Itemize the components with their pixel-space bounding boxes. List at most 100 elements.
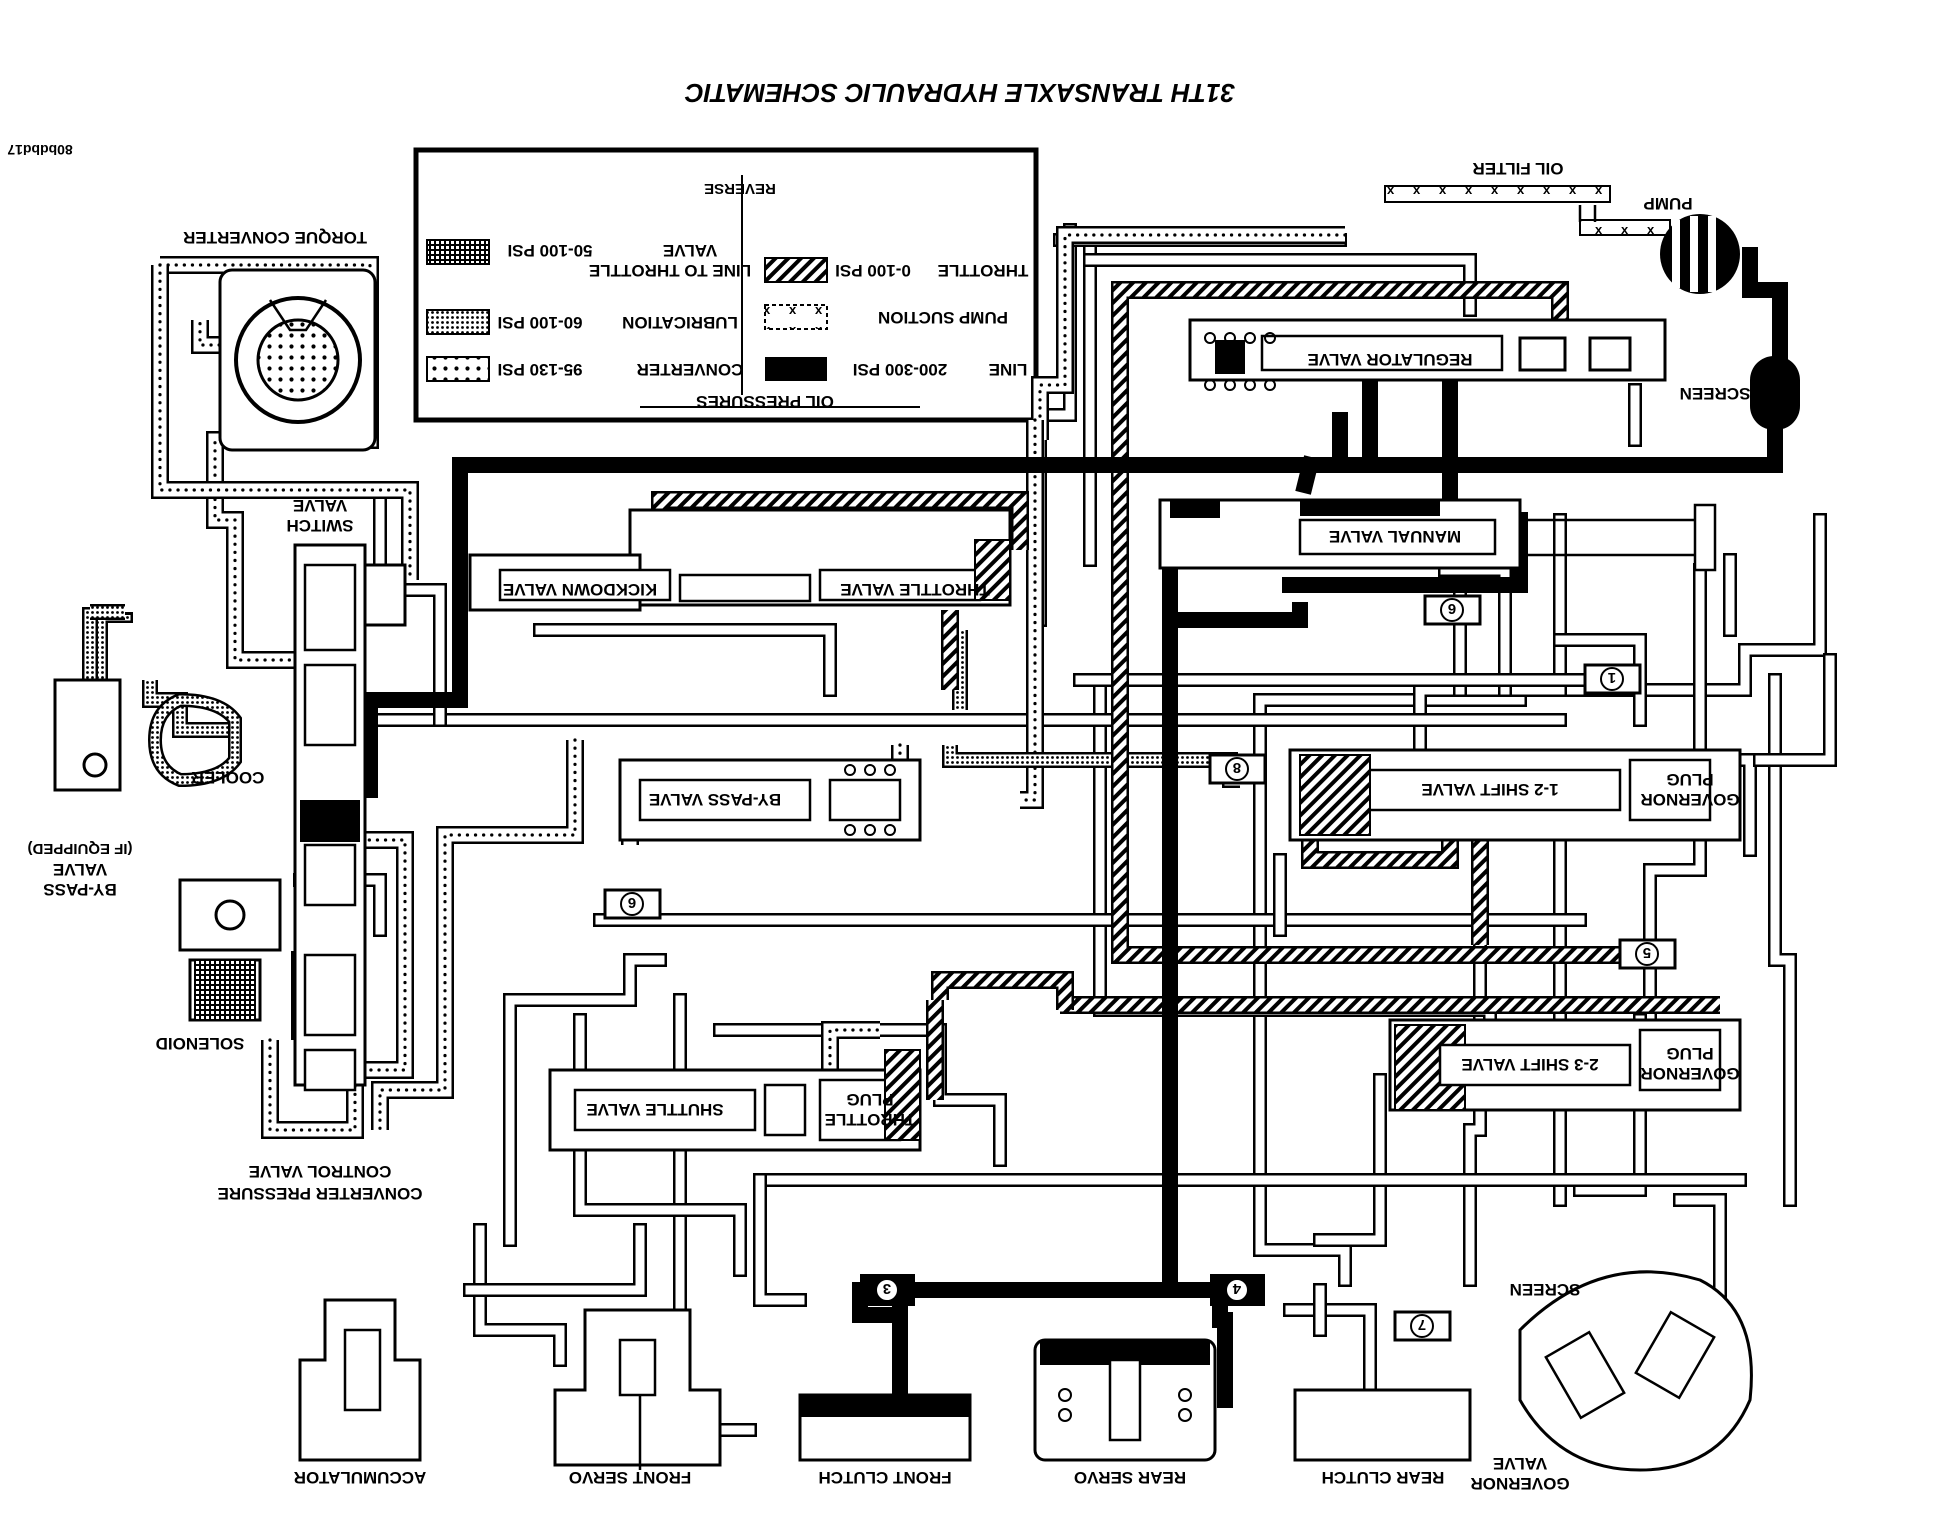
check-ball-7: 7 (1393, 1310, 1452, 1342)
legend-converter-label: CONVERTER (637, 360, 744, 379)
svg-text:8: 8 (1233, 759, 1241, 776)
legend-line-label: LINE (989, 360, 1028, 379)
front-servo-label: FRONT SERVO (569, 1468, 691, 1487)
legend-line-to-throttle-label-1: LINE TO THROTTLE (589, 261, 751, 280)
converter-pressure-control-valve: CONVERTER PRESSURE CONTROL VALVE (218, 1162, 423, 1203)
regulator-valve: REGULATOR VALVE (1188, 318, 1667, 391)
oil-filter-label: OIL FILTER (1473, 159, 1564, 178)
rear-servo: REAR SERVO (1033, 1338, 1217, 1487)
front-servo: FRONT SERVO (553, 1308, 722, 1487)
pump-suction-tube (1579, 219, 1671, 236)
shift-12-label: 1-2 SHIFT VALVE (1421, 780, 1558, 799)
legend-swatch-line (765, 357, 827, 381)
image-code: 80bdbd17 (7, 142, 73, 158)
check-ball-4: 4 (1210, 1274, 1265, 1306)
schematic-title: 31TH TRANSAXLE HYDRAULIC SCHEMATIC (684, 78, 1235, 108)
converter-pressure-label-2: CONTROL VALVE (249, 1162, 392, 1181)
pump-assembly: OIL FILTER PUMP SCREEN (1384, 159, 1800, 430)
switch-valve-label-1: SWITCH (286, 516, 353, 535)
switch-valve: SWITCH VALVE (286, 496, 407, 1092)
check-balls: 6 1 8 6 5 3 4 (603, 594, 1677, 1342)
svg-text:7: 7 (1418, 1316, 1426, 1333)
legend-swatch-converter (426, 356, 490, 382)
shift-valve-12: 1-2 SHIFT VALVE GOVERNOR PLUG (1288, 748, 1742, 842)
cooler: COOLER (53, 678, 265, 792)
manual-valve-label: MANUAL VALVE (1329, 527, 1461, 546)
kickdown-cap (974, 539, 1011, 601)
accumulator: ACCUMULATOR (294, 1298, 427, 1487)
throttle-plug-label-2: PLUG (846, 1090, 893, 1109)
accumulator-label: ACCUMULATOR (294, 1468, 427, 1487)
front-clutch-label: FRONT CLUTCH (818, 1468, 951, 1487)
switch-valve-label-2: VALVE (293, 496, 347, 515)
shuttle-valve: SHUTTLE VALVE THROTTLE PLUG (548, 1049, 922, 1152)
cooler-label: COOLER (192, 768, 265, 787)
legend-line-range: 200-300 PSI (853, 360, 948, 379)
legend-frame (413, 147, 1039, 423)
bypass-left-label-1: BY-PASS (43, 880, 116, 899)
bypass-valve-center: BY-PASS VALVE (618, 758, 922, 842)
check-ball-5: 5 (1618, 938, 1677, 970)
rear-clutch: REAR CLUTCH (1293, 1388, 1472, 1487)
regulator-valve-label: REGULATOR VALVE (1308, 350, 1473, 369)
screen-governor-label: SCREEN (1510, 1280, 1581, 1299)
pump-screen (1750, 356, 1800, 430)
shift-valve-23: 2-3 SHIFT VALVE GOVERNOR PLUG (1388, 1018, 1742, 1112)
pump-label: PUMP (1643, 194, 1692, 213)
governor-plug-12-label-2: PLUG (1666, 770, 1713, 789)
passages-throttle (651, 281, 1720, 1100)
legend-line-to-throttle-range: 50-100 PSI (507, 241, 592, 260)
legend-lubrication-label: LUBRICATION (622, 313, 738, 332)
legend-swatch-lubrication (426, 309, 490, 335)
legend-throttle-range: 0-100 PSI (835, 261, 911, 280)
pump-screen-label: SCREEN (1680, 384, 1751, 403)
legend-heading: OIL PRESSURES (696, 392, 834, 411)
shift-23-label: 2-3 SHIFT VALVE (1461, 1055, 1598, 1074)
rear-clutch-label: REAR CLUTCH (1322, 1468, 1445, 1487)
check-ball-6-lower: 6 (603, 888, 662, 920)
legend-pump-suction-label: PUMP SUCTION (878, 308, 1008, 327)
rear-servo-label: REAR SERVO (1074, 1468, 1186, 1487)
bypass-left-label-2: VALVE (53, 860, 107, 879)
check-ball-6-upper: 6 (1423, 594, 1482, 626)
legend-throttle-label: THROTTLE (938, 261, 1029, 280)
converter-pressure-label-1: CONVERTER PRESSURE (218, 1184, 423, 1203)
governor-valve-label-1: GOVERNOR (1470, 1474, 1569, 1493)
governor-plug-23-label-2: PLUG (1666, 1044, 1713, 1063)
svg-text:3: 3 (883, 1280, 891, 1297)
svg-text:6: 6 (1448, 600, 1456, 617)
legend-lubrication-range: 60-100 PSI (497, 313, 582, 332)
bypass-valve-center-label: BY-PASS VALVE (649, 790, 781, 809)
kickdown-valve-label: KICKDOWN VALVE (503, 580, 657, 599)
governor-plug-12-label-1: GOVERNOR (1640, 790, 1739, 809)
legend-line-to-throttle-label-2: VALVE (663, 241, 717, 260)
manual-valve: MANUAL VALVE (1158, 498, 1717, 572)
torque-converter-label: TORQUE CONVERTER (183, 228, 367, 247)
throttle-valve-label: THROTTLE VALVE (840, 580, 990, 599)
governor-plug-23-label-1: GOVERNOR (1640, 1064, 1739, 1083)
svg-text:1: 1 (1608, 669, 1616, 686)
front-clutch: FRONT CLUTCH (798, 1292, 972, 1487)
passages-lubrication (72, 604, 1240, 788)
shuttle-valve-label: SHUTTLE VALVE (586, 1100, 723, 1119)
legend-converter-range: 95-130 PSI (497, 360, 582, 379)
legend-swatch-line-to-throttle (426, 239, 490, 265)
solenoid-label: SOLENOID (156, 1034, 245, 1053)
bypass-valve-left: BY-PASS VALVE (IF EQUIPPED) SOLENOID (27, 840, 282, 1053)
legend-swatch-throttle (764, 257, 828, 283)
svg-text:5: 5 (1643, 944, 1651, 961)
throttle-plug-label-1: THROTTLE (825, 1110, 916, 1129)
check-ball-1: 1 (1583, 663, 1642, 695)
legend-swatch-pump-suction (764, 304, 828, 330)
svg-text:4: 4 (1232, 1280, 1241, 1297)
solenoid-coil (194, 959, 256, 1021)
bypass-left-label-3: (IF EQUIPPED) (27, 840, 132, 857)
governor-valve: SCREEN GOVERNOR VALVE (1470, 1270, 1753, 1493)
check-ball-3: 3 (860, 1274, 915, 1306)
svg-text:6: 6 (628, 894, 636, 911)
oil-filter (1384, 185, 1611, 203)
governor-valve-label-2: VALVE (1493, 1454, 1547, 1473)
torque-converter: TORQUE CONVERTER (183, 228, 377, 452)
kickdown-throttle-valve: KICKDOWN VALVE THROTTLE VALVE (468, 508, 1012, 612)
